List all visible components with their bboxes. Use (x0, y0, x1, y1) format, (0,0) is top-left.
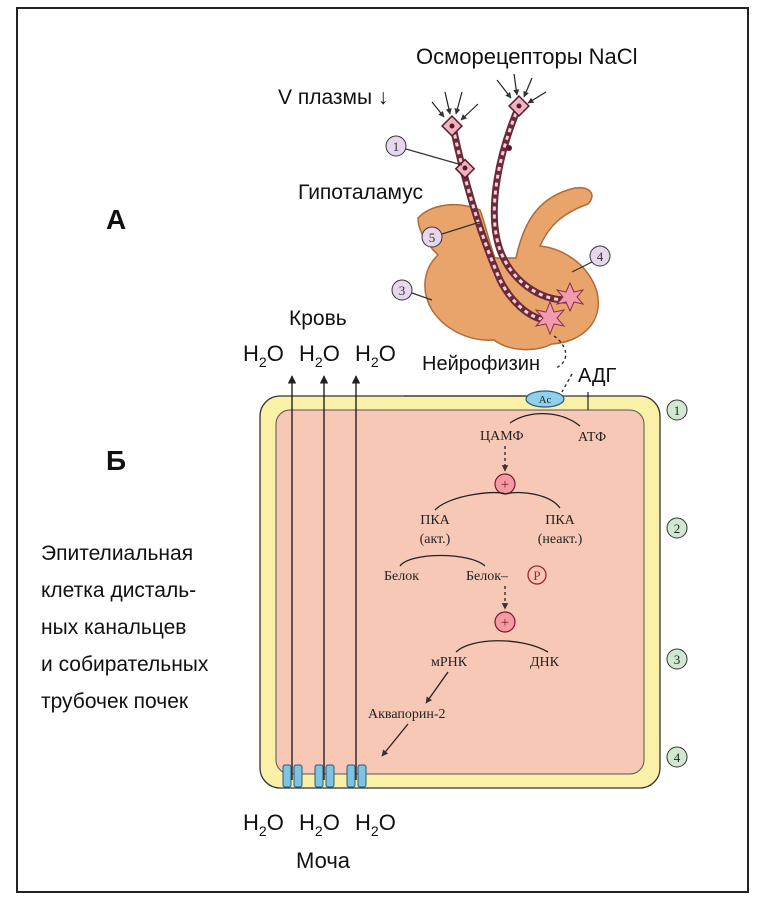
svg-text:H2O: H2O (299, 810, 340, 839)
step-2: 2 (674, 521, 681, 536)
pka-inactive-sub: (неакт.) (538, 532, 583, 547)
protein-label: Белок (384, 569, 419, 584)
callout-4: 4 (597, 249, 604, 264)
svg-text:H2O: H2O (299, 341, 340, 370)
adenylate-cyclase (525, 390, 565, 408)
urine-h2o-labels: H2O H2O H2O (243, 810, 396, 839)
osmoreceptors-label: Осморецепторы NaCl (416, 44, 638, 69)
dna-label: ДНК (530, 655, 560, 670)
blood-h2o-labels: H2O H2O H2O (243, 341, 396, 370)
step-3: 3 (674, 652, 681, 667)
callout-1: 1 (393, 139, 400, 154)
svg-text:H2O: H2O (355, 341, 396, 370)
svg-text:H2O: H2O (355, 810, 396, 839)
atp-label: АТФ (578, 430, 606, 445)
aquaporin-channels (282, 764, 367, 788)
step-4: 4 (674, 750, 681, 765)
pka-active-sub: (акт.) (420, 532, 451, 547)
adh-label: АДГ (578, 365, 617, 387)
svg-text:H2O: H2O (243, 341, 284, 370)
svg-text:трубочек почек: трубочек почек (41, 690, 189, 713)
epithelial-caption: Эпителиальная клетка дисталь- ных каналь… (41, 542, 209, 713)
svg-text:+: + (501, 477, 509, 493)
camp-label: ЦАМФ (480, 429, 524, 444)
callouts: 1 5 4 3 (385, 135, 611, 301)
step-1: 1 (674, 403, 681, 418)
water-flux-lines (287, 375, 361, 780)
section-label-a: А (106, 204, 126, 235)
cascade-arrows (381, 412, 581, 757)
svg-text:Эпителиальная: Эпителиальная (41, 542, 193, 565)
hypothalamus-label: Гипоталамус (298, 181, 423, 204)
epithelial-cell (259, 395, 661, 789)
osmoreceptor-neurons (441, 95, 530, 179)
phosphate-circle (527, 565, 547, 585)
neurophysin-path (553, 335, 567, 369)
section-label-b: Б (106, 445, 126, 476)
pka-inactive-label: ПКА (545, 513, 575, 528)
callout-3: 3 (399, 283, 406, 298)
aquaporin-label: Аквапорин-2 (368, 707, 446, 722)
v-plasma-label: V плазмы ↓ (278, 86, 388, 109)
phosphate-label: P (533, 568, 540, 583)
activation-markers: + + (494, 473, 516, 633)
ac-label: Ac (539, 394, 552, 406)
mrna-label: мРНК (431, 655, 468, 670)
neurophysin-label: Нейрофизин (422, 353, 540, 375)
stimulus-arrows (431, 73, 547, 121)
svg-text:клетка дисталь-: клетка дисталь- (41, 579, 196, 602)
svg-text:+: + (501, 615, 509, 631)
step-markers: 1 2 3 4 (666, 399, 688, 768)
svg-text:ных канальцев: ных канальцев (41, 616, 186, 639)
callout-5: 5 (429, 230, 436, 245)
urine-label: Моча (296, 848, 351, 873)
svg-text:и собирательных: и собирательных (41, 653, 209, 676)
blood-label: Кровь (289, 307, 347, 330)
axon-terminals (534, 281, 585, 336)
svg-text:H2O: H2O (243, 810, 284, 839)
pka-active-label: ПКА (420, 513, 450, 528)
adh-path (561, 373, 573, 393)
protein-p-label: Белок– (466, 569, 509, 584)
